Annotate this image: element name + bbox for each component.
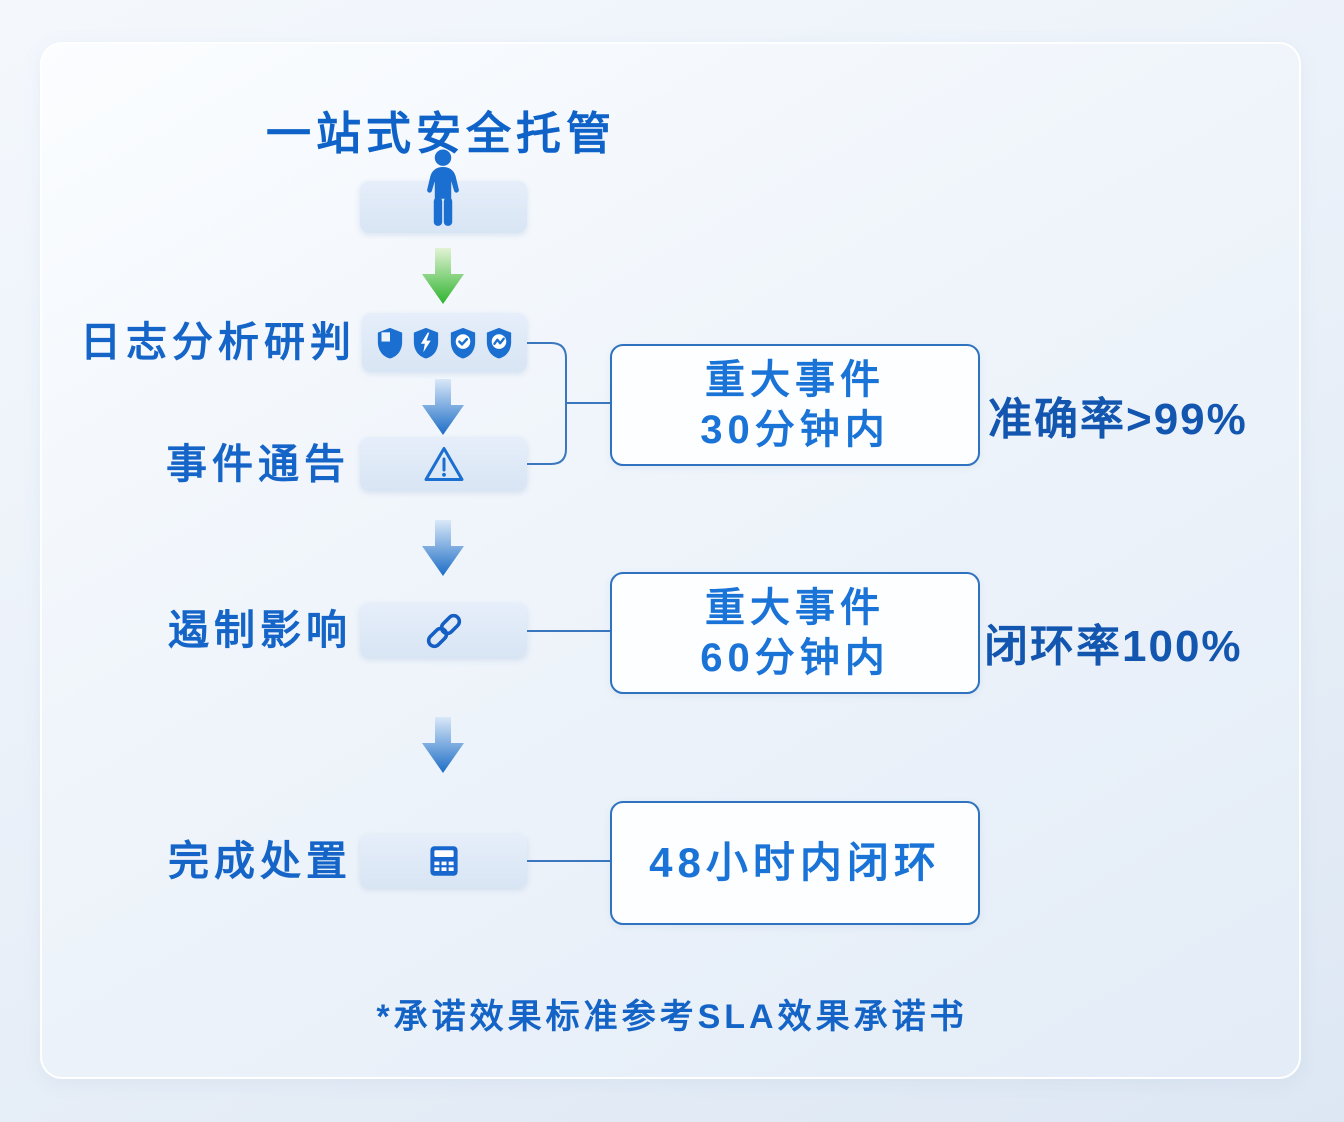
step-label-incident-notice: 事件通告 [166, 441, 350, 487]
warning-triangle-icon [424, 447, 463, 481]
sla-box-30min: 重大事件 30分钟内 [610, 344, 980, 466]
metric-accuracy: 准确率>99% [988, 395, 1248, 444]
incident-notice-tile [360, 437, 527, 491]
shield-quadrant-icon [377, 327, 403, 359]
calculator-icon [429, 846, 458, 876]
sla-box-60min: 重大事件 60分钟内 [610, 572, 980, 694]
arrow-down-blue-icon [422, 520, 464, 576]
shield-pulse-icon [486, 327, 512, 359]
diagram-title: 一站式安全托管 [266, 108, 617, 159]
contain-impact-tile [360, 603, 527, 658]
shield-lightning-icon [414, 327, 439, 359]
sla-box-48h: 48小时内闭环 [610, 801, 980, 925]
sla-box-60min-line1: 重大事件 [705, 586, 885, 630]
step-label-log-analysis: 日志分析研判 [80, 319, 356, 365]
sla-box-48h-line1: 48小时内闭环 [649, 839, 941, 886]
chain-link-icon [426, 613, 461, 648]
sla-footnote: *承诺效果标准参考SLA效果承诺书 [376, 998, 968, 1036]
sla-box-60min-line2: 60分钟内 [700, 636, 890, 680]
step-label-contain-impact: 遏制影响 [168, 607, 352, 653]
log-analysis-tile [362, 313, 527, 372]
arrow-down-green-icon [422, 248, 464, 304]
person-icon [427, 149, 459, 226]
sla-box-30min-line1: 重大事件 [705, 358, 885, 402]
arrow-down-blue-icon [422, 717, 464, 773]
metric-closure: 闭环率100% [984, 622, 1243, 671]
arrow-down-blue-icon [422, 379, 464, 435]
step-label-complete-disposal: 完成处置 [168, 838, 352, 884]
sla-box-30min-line2: 30分钟内 [700, 408, 890, 452]
complete-disposal-tile [360, 834, 527, 888]
shield-check-icon [450, 327, 475, 359]
